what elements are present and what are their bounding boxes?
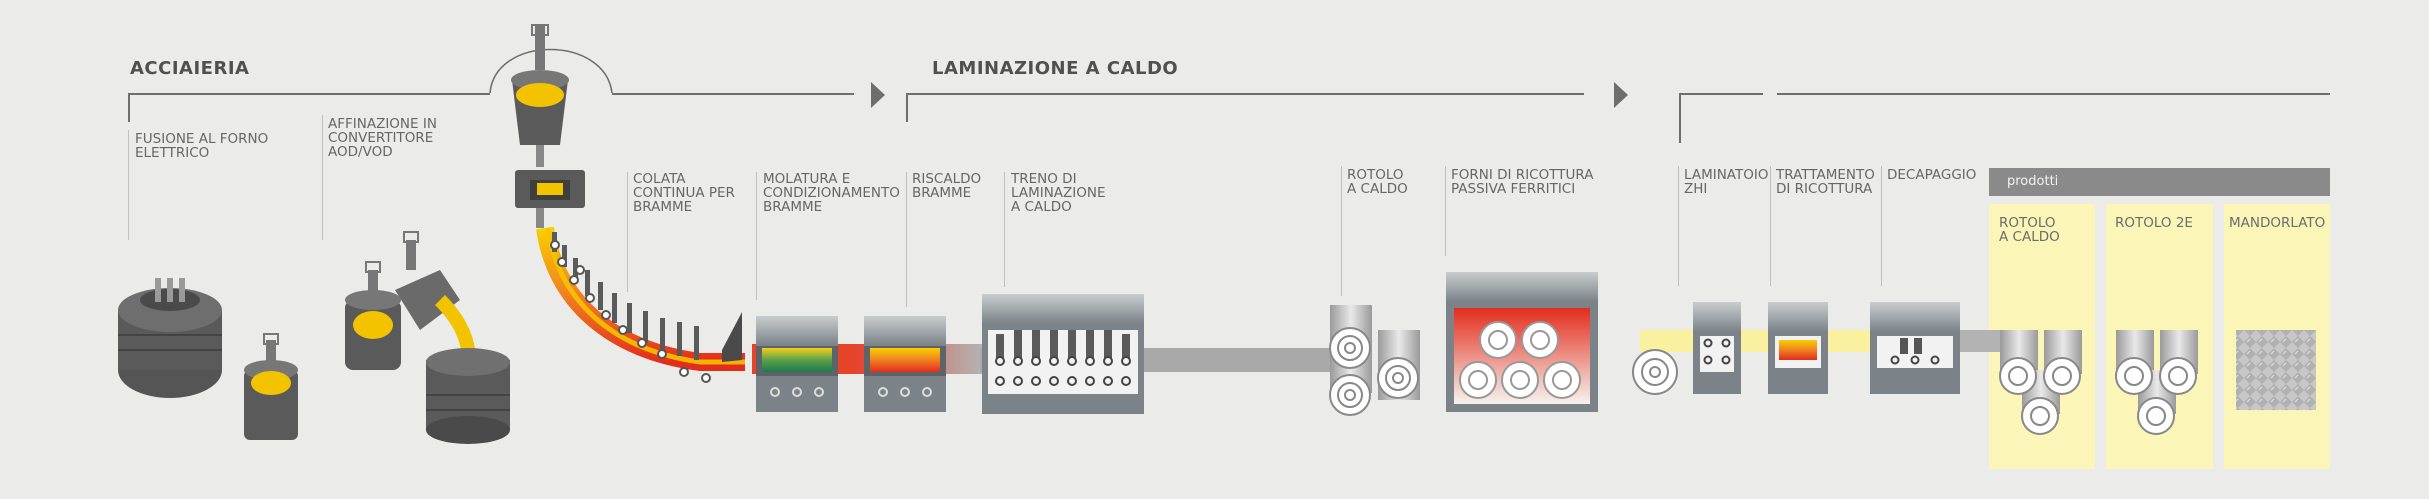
zhi-mill-icon bbox=[1693, 302, 1741, 394]
product-label-hot-coil: ROTOLO A CALDO bbox=[1999, 215, 2060, 245]
guide-line-furnace bbox=[128, 130, 129, 240]
step-label-electric-furnace: FUSIONE AL FORNO ELETTRICO bbox=[135, 131, 269, 161]
cutting-torch-icon bbox=[722, 312, 742, 362]
guide-line-reheating bbox=[906, 172, 907, 307]
step-label-slab-reheating: RISCALDO BRAMME bbox=[912, 171, 982, 201]
product-hot-coil-icon bbox=[1999, 330, 2082, 435]
products-header-label: prodotti bbox=[2007, 174, 2059, 189]
step-label-ferritic-annealing: FORNI DI RICOTTURA PASSIVA FERRITICI bbox=[1451, 167, 1594, 197]
pickling-line-icon bbox=[1870, 302, 1960, 394]
section-line-hot-rolling bbox=[906, 93, 1584, 95]
grinding-machine-icon bbox=[752, 316, 852, 412]
guide-line-ferritic bbox=[1445, 166, 1446, 256]
product-chequered-plate-icon bbox=[2236, 330, 2316, 410]
section-title-hot-rolling: LAMINAZIONE A CALDO bbox=[932, 58, 1179, 79]
products-header: prodotti bbox=[1989, 168, 2330, 196]
guide-line-casting bbox=[627, 172, 628, 292]
step-label-aod-refining: AFFINAZIONE IN CONVERTITORE AOD/VOD bbox=[328, 116, 437, 160]
uncoiler-icon bbox=[1632, 349, 1678, 395]
annealing-furnace-icon bbox=[1768, 302, 1828, 394]
guide-line-zhi bbox=[1678, 166, 1679, 286]
section-bracket-cold bbox=[1679, 93, 1681, 143]
section-bracket-hot-rolling bbox=[906, 93, 908, 122]
guide-line-hot-coil bbox=[1341, 166, 1342, 296]
product-label-chequered: MANDORLATO bbox=[2229, 215, 2326, 231]
aod-converter-icon bbox=[345, 231, 510, 444]
step-label-slab-grinding: MOLATURA E CONDIZIONAMENTO BRAMME bbox=[763, 171, 900, 215]
step-label-zhi-mill: LAMINATOIO ZHI bbox=[1684, 167, 1769, 197]
casting-ladle-icon bbox=[511, 24, 585, 228]
section-title-steelworks: ACCIAIERIA bbox=[130, 58, 250, 79]
step-label-pickling: DECAPAGGIO bbox=[1887, 167, 1977, 183]
product-label-2e-coil: ROTOLO 2E bbox=[2115, 215, 2193, 231]
reheating-furnace-icon bbox=[852, 316, 982, 412]
step-label-annealing-treatment: TRATTAMENTO DI RICOTTURA bbox=[1776, 167, 1875, 197]
guide-line-annealing bbox=[1770, 166, 1771, 286]
section-line-steelworks-b bbox=[612, 93, 854, 95]
guide-line-rolling-mill bbox=[1004, 172, 1005, 287]
ladle-arch bbox=[489, 48, 613, 94]
step-label-continuous-casting: COLATA CONTINUA PER BRAMME bbox=[633, 171, 735, 215]
arrow-to-cold-rolling-icon bbox=[1614, 82, 1628, 108]
furnace-ladle-icon bbox=[244, 333, 298, 440]
guide-line-grinding bbox=[756, 172, 757, 300]
electric-furnace-icon bbox=[118, 278, 222, 398]
step-label-hot-coil: ROTOLO A CALDO bbox=[1347, 167, 1408, 197]
hot-coil-icon bbox=[1329, 305, 1420, 416]
step-label-hot-rolling-mill: TRENO DI LAMINAZIONE A CALDO bbox=[1011, 171, 1106, 215]
casting-roller-wheels bbox=[550, 240, 711, 383]
section-bracket-steelworks bbox=[128, 93, 130, 122]
section-line-cold-b bbox=[1777, 93, 2330, 95]
ferritic-furnace-icon bbox=[1446, 272, 1598, 412]
section-line-cold-a bbox=[1679, 93, 1763, 95]
hot-rolling-mill-icon bbox=[980, 294, 1355, 414]
arrow-to-hot-rolling-icon bbox=[871, 82, 885, 108]
guide-line-aod bbox=[322, 115, 323, 240]
guide-line-pickling bbox=[1881, 166, 1882, 286]
product-2e-coil-icon bbox=[2115, 330, 2198, 435]
section-line-steelworks-a bbox=[128, 93, 490, 95]
